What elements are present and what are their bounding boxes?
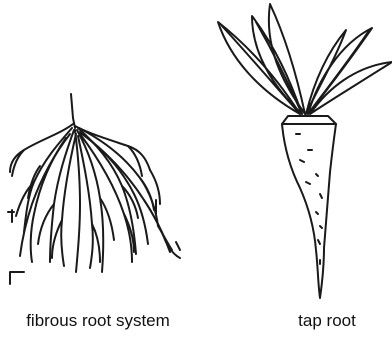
fibrous-root-strand: [158, 226, 172, 250]
root-surface-mark: [306, 182, 310, 184]
root-surface-mark: [320, 194, 322, 198]
fibrous-root-strand: [20, 134, 70, 256]
tap-root-crown: [282, 116, 336, 124]
tap-root-label: tap root: [298, 311, 356, 331]
root-hair-mark: [10, 272, 24, 284]
fibrous-root-drawing: [8, 94, 180, 284]
fibrous-root-strand: [75, 130, 80, 272]
tap-root-drawing: [218, 4, 392, 298]
fibrous-root-strand: [24, 128, 72, 232]
fibrous-root-label: fibrous root system: [26, 311, 170, 331]
root-surface-mark: [316, 174, 318, 176]
root-surface-mark: [300, 160, 304, 162]
root-surface-mark: [316, 212, 318, 214]
root-surface-mark: [320, 226, 322, 228]
tap-root-leaf-vein: [222, 26, 300, 114]
root-hair-mark: [176, 242, 180, 250]
root-surface-mark: [318, 240, 320, 244]
fibrous-stem: [71, 94, 75, 128]
fibrous-root-strand: [61, 134, 76, 266]
tap-root-leaf-vein: [308, 32, 368, 114]
